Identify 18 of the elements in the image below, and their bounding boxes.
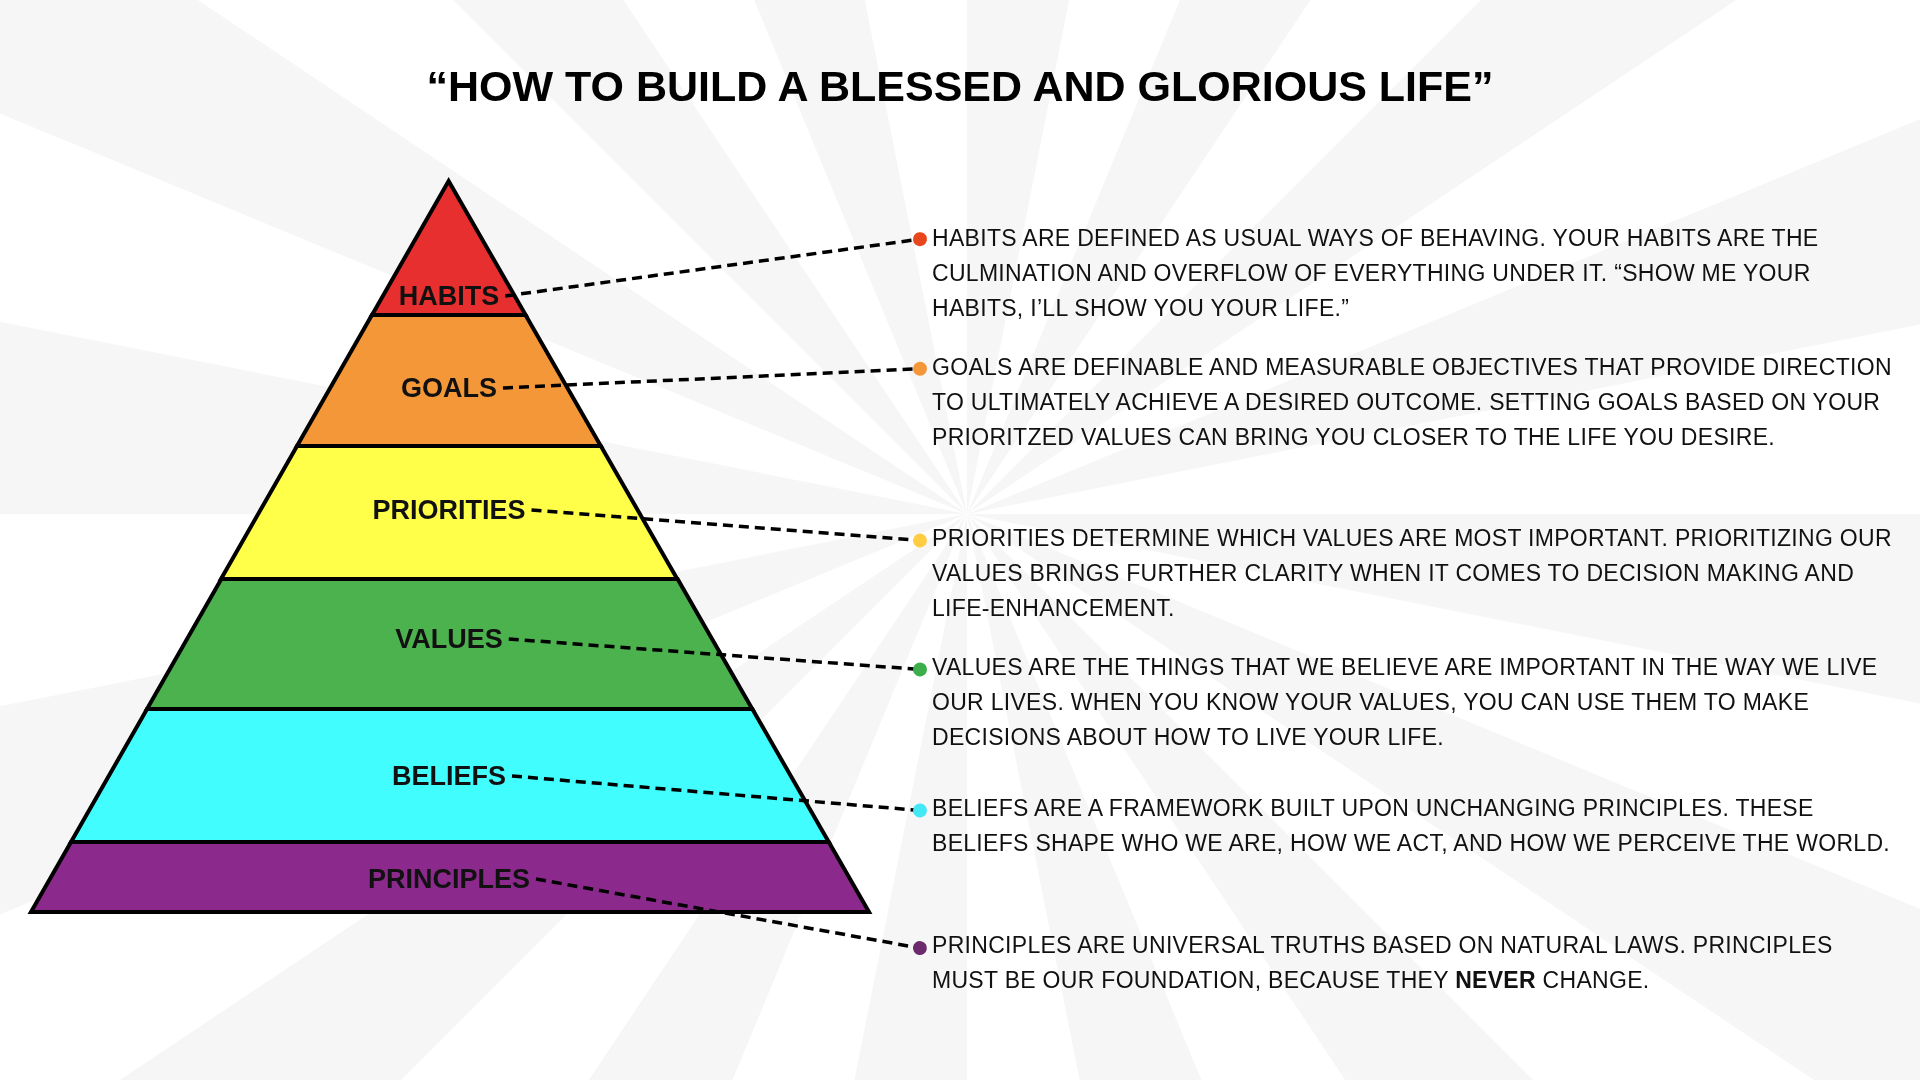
title: “HOW TO BUILD A BLESSED AND GLORIOUS LIFE” [425, 62, 1495, 111]
layer-label: VALUES [395, 623, 503, 655]
leader-line [531, 508, 927, 548]
leader-line [508, 637, 927, 677]
description-text: PRIORITIES DETERMINE WHICH VALUES ARE MOST IMPORTANT. PRIORITIZING OUR VALUES BRINGS FURTHER CLARITY WHEN IT COMES TO DECISION MAKING AND LIFE-ENHANCEMENT. [932, 521, 1892, 626]
layer-label: GOALS [401, 372, 497, 404]
description-text: GOALS ARE DEFINABLE AND MEASURABLE OBJECTIVES THAT PROVIDE DIRECTION TO ULTIMATELY ACHIEVE A DESIRED OUTCOME. SETTING GOALS BASED ON YOUR PRIORITZED VALUES CAN BRING YOU CLOSER TO THE LIFE YOU DESIRE. [932, 350, 1892, 455]
description-text: VALUES ARE THE THINGS THAT WE BELIEVE ARE IMPORTANT IN THE WAY WE LIVE OUR LIVES. WHEN YOU KNOW YOUR VALUES, YOU CAN USE THEM TO MAKE DECISIONS ABOUT HOW TO LIVE YOUR LIFE. [932, 650, 1892, 755]
leader-line [511, 774, 927, 818]
description-text: HABITS ARE DEFINED AS USUAL WAYS OF BEHAVING. YOUR HABITS ARE THE CULMINATION AND OVERFLOW OF EVERYTHING UNDER IT. “SHOW ME YOUR HABITS, I’LL SHOW YOU YOUR LIFE.” [932, 221, 1892, 326]
leader-line [502, 361, 927, 390]
description-text: BELIEFS ARE A FRAMEWORK BUILT UPON UNCHANGING PRINCIPLES. THESE BELIEFS SHAPE WHO WE ARE, HOW WE ACT, AND HOW WE PERCEIVE THE WORLD. [932, 791, 1892, 861]
description-text: PRINCIPLES ARE UNIVERSAL TRUTHS BASED ON NATURAL LAWS. PRINCIPLES MUST BE OUR FOUNDATION, BECAUSE THEY NEVER CHANGE. [932, 928, 1892, 998]
layer-label: PRINCIPLES [368, 863, 530, 895]
leader-line [535, 877, 927, 956]
layer-label: BELIEFS [392, 760, 506, 792]
layer-label: PRIORITIES [372, 494, 526, 526]
leader-line [505, 232, 927, 298]
